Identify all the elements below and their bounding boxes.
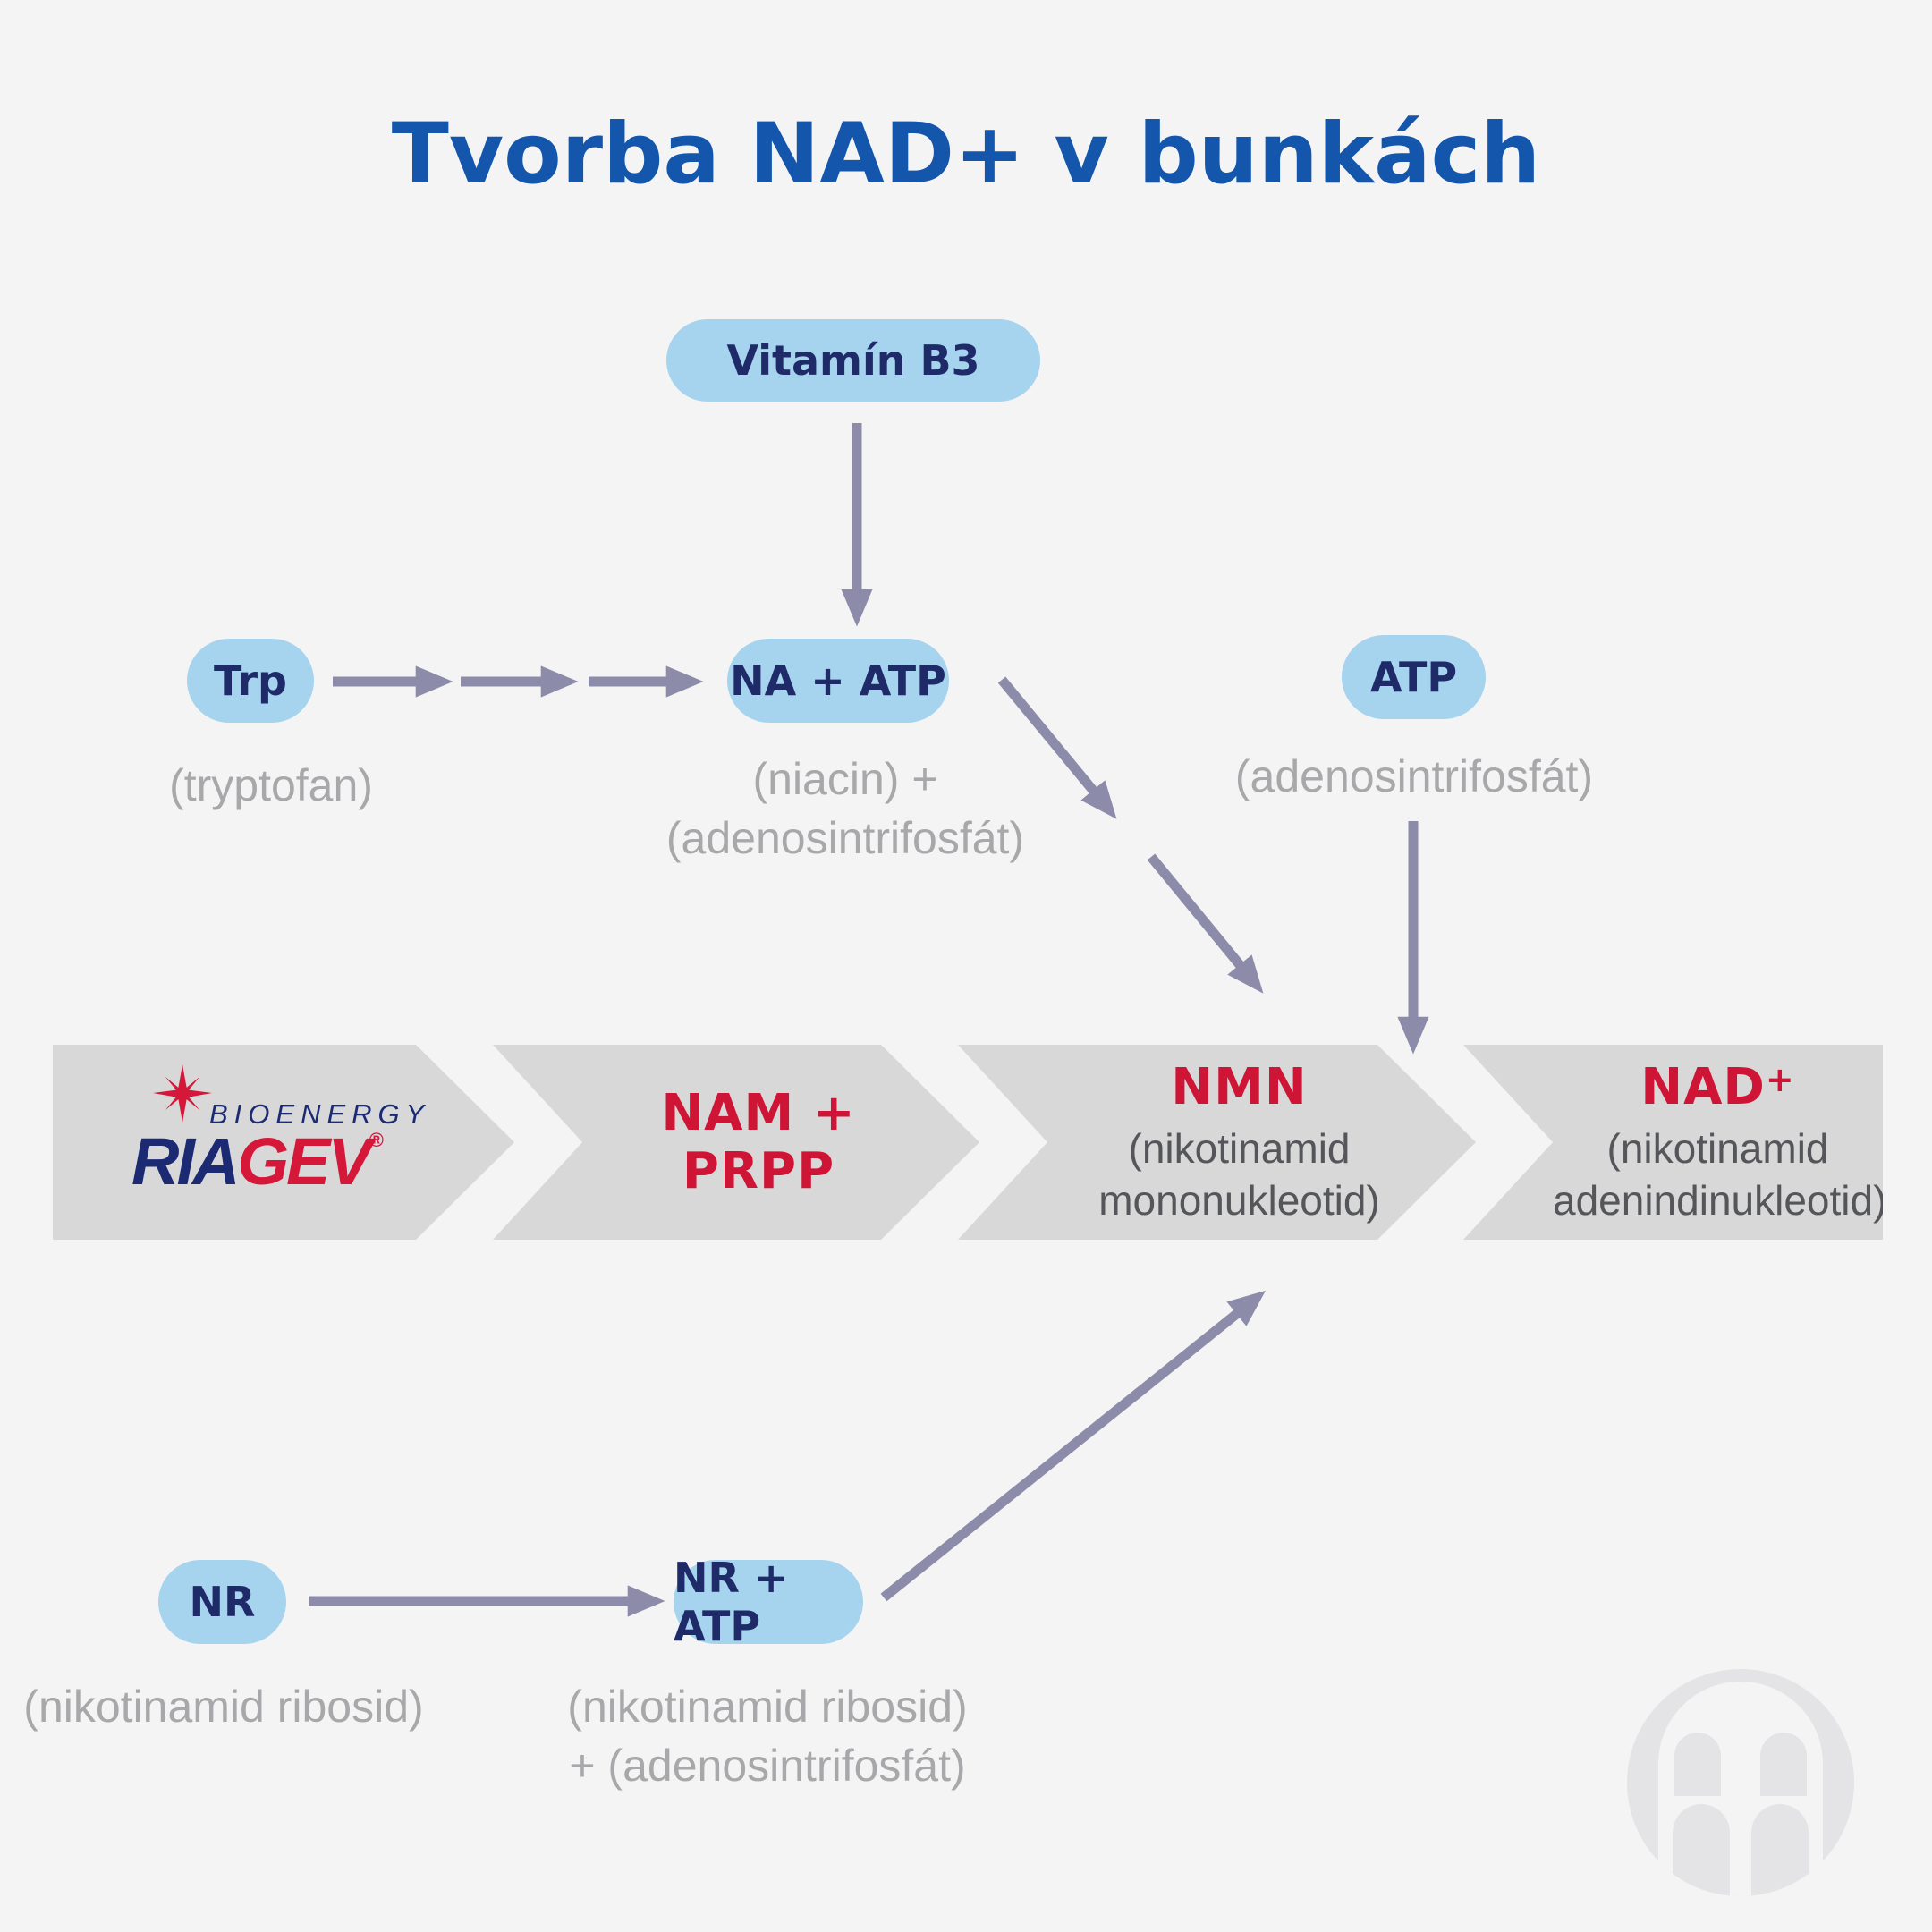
sublabel-line1: (nikotinamid: [1606, 1125, 1829, 1172]
chevron-nam-prpp: NAM + PRPP: [493, 1045, 979, 1240]
sublabel-line1: (nikotinamid: [1128, 1125, 1351, 1172]
logo-bioenergy-text: BIOENERGY: [209, 1098, 431, 1130]
sublabel-line2: adenindinukleotid): [1553, 1176, 1887, 1224]
chevron-label: NAD+: [1553, 1058, 1883, 1116]
chevron-riagev-logo: BIOENERGY RIAGEV®: [53, 1045, 514, 1240]
arrow-nratp-to-nmn: [880, 1290, 1267, 1602]
note-line1: (nikotinamid ribosid): [567, 1682, 968, 1732]
note-line2: (adenosintrifosfát): [665, 813, 1025, 863]
chevron-label: NMN: [1171, 1058, 1308, 1116]
node-atp: ATP: [1342, 635, 1486, 719]
node-vitamin-b3: Vitamín B3: [666, 319, 1040, 402]
riagev-logo: BIOENERGY RIAGEV®: [53, 1045, 514, 1240]
note-nikotinamid-ribosid: (nikotinamid ribosid): [23, 1682, 424, 1732]
nad-plus-superscript: +: [1765, 1060, 1795, 1099]
nad-text: NAD: [1640, 1058, 1766, 1116]
chevron-label: NAM + PRPP: [661, 1084, 856, 1200]
logo-ria: RIA: [131, 1124, 238, 1199]
note-tryptofan: (tryptofan): [169, 760, 373, 810]
logo-riagev-text: RIAGEV®: [131, 1123, 384, 1199]
node-na-atp: NA + ATP: [727, 639, 949, 723]
note-adenosintrifosfat: (adenosintrifosfát): [1234, 751, 1594, 801]
note-line1: (niacin) +: [752, 754, 938, 804]
sublabel-line2: mononukleotid): [1098, 1176, 1380, 1224]
registered-mark: ®: [369, 1129, 384, 1151]
logo-gev: GEV: [237, 1124, 369, 1199]
note-line2: + (adenosintrifosfát): [569, 1741, 966, 1791]
note-nr-atp: (nikotinamid ribosid) + (adenosintrifosfá…: [499, 1677, 1036, 1795]
page-title: Tvorba NAD+ v bunkách: [391, 106, 1541, 203]
node-trp: Trp: [187, 639, 314, 723]
note-niacin-atp: (niacin) + (adenosintrifosfát): [577, 750, 1114, 868]
star-burst-icon: [148, 1063, 216, 1131]
watermark-arch-logo: [1627, 1669, 1854, 1896]
node-nr: NR: [158, 1560, 286, 1644]
arrow-naatp-to-nmn-segment-2: [1147, 853, 1264, 994]
node-nr-atp: NR + ATP: [674, 1554, 863, 1650]
